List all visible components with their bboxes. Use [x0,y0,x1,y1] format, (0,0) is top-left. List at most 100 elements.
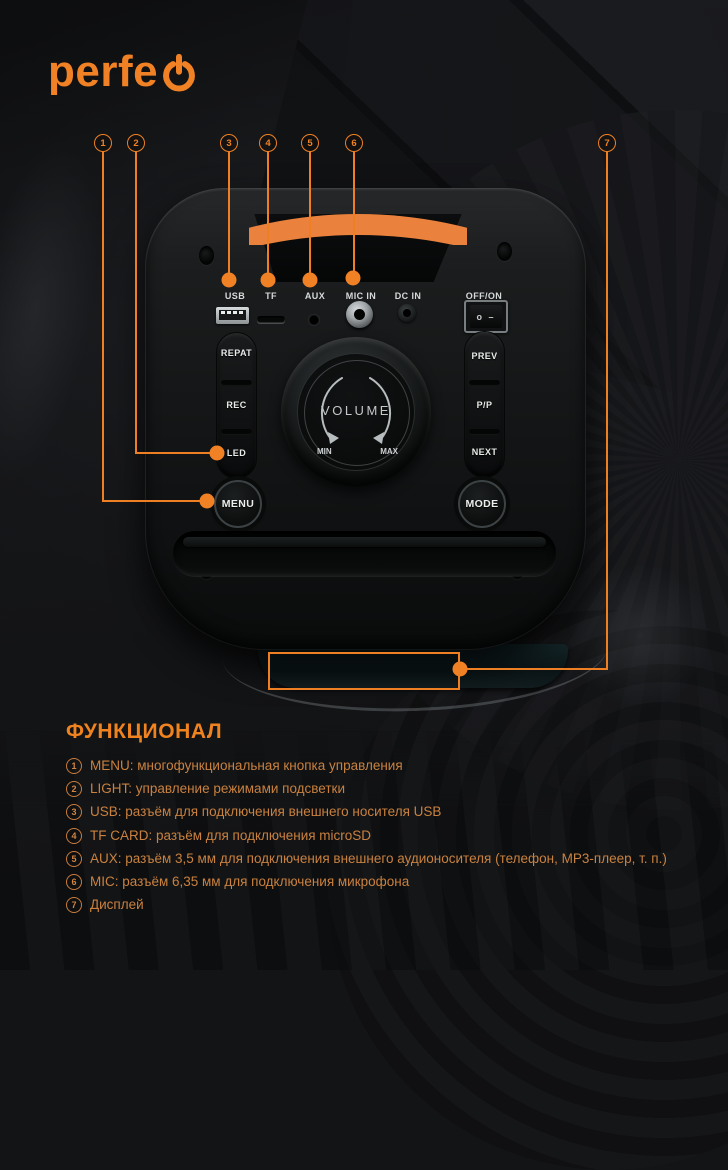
power-switch: o – [464,300,508,333]
legend-item: 4 TF CARD: разъём для подключения microS… [66,827,718,845]
callout-circle-2: 2 [127,134,145,152]
legend-num: 2 [66,781,82,798]
legend-text: LIGHT: управление режимами подсветки [90,781,345,797]
mic-jack [346,301,373,328]
brand-logo-text: perfe [48,47,159,96]
led-light-strip [249,211,467,245]
legend-text: Дисплей [90,897,144,913]
button-groove [469,429,500,435]
callout-line-6 [353,152,355,278]
callout-line-1 [102,152,104,501]
usb-port-pins [221,311,244,314]
volume-knob-ring [304,360,410,466]
callout-circle-4: 4 [259,134,277,152]
callout-line-2 [135,152,137,453]
button-groove [221,429,252,435]
aux-label: AUX [304,291,326,301]
pp-button: P/P [476,400,493,410]
callout-dot-menu [199,493,215,509]
left-button-group: REPAT REC LED [217,333,256,478]
volume-arc-arrows [320,377,392,444]
callout-line-2h [135,452,215,454]
mode-button: MODE [458,480,506,528]
legend-title: ФУНКЦИОНАЛ [66,720,223,743]
volume-min-label: MIN [317,447,332,456]
usb-label: USB [224,291,246,301]
dc-in-hole [403,309,411,317]
screw-top-right [497,242,512,261]
tf-label: TF [265,291,277,301]
aux-jack [308,314,320,326]
led-button: LED [226,448,247,458]
prev-button: PREV [471,351,498,361]
callout-line-7h [460,668,608,670]
callout-dot-aux [302,272,318,288]
callout-number: 5 [307,137,313,149]
legend-text: AUX: разъём 3,5 мм для подключения внешн… [90,850,667,866]
legend-text: MIC: разъём 6,35 мм для подключения микр… [90,874,410,890]
menu-button: MENU [214,480,262,528]
power-icon [163,54,195,92]
callout-rect-display [268,652,460,690]
mic-in-label: MIC IN [345,291,377,301]
rec-button: REC [226,400,247,410]
legend-text: USB: разъём для подключения внешнего нос… [90,804,442,820]
legend-item: 2 LIGHT: управление режимами подсветки [66,780,718,798]
legend-item: 5 AUX: разъём 3,5 мм для подключения вне… [66,850,718,868]
callout-number: 1 [100,137,106,149]
callout-number: 7 [604,137,610,149]
handle-bar [183,537,546,547]
callout-number: 2 [133,137,139,149]
legend-text: TF CARD: разъём для подключения microSD [90,827,372,843]
next-button: NEXT [471,447,498,457]
callout-line-7 [606,152,608,670]
handle-slot [173,531,556,576]
callout-line-4 [267,152,269,280]
power-switch-marks: o – [476,311,496,322]
legend-num: 3 [66,804,82,821]
power-switch-rocker: o – [470,305,502,328]
callout-circle-1: 1 [94,134,112,152]
brand-logo: perfe [48,50,197,94]
legend-num: 5 [66,850,82,867]
callout-circle-3: 3 [220,134,238,152]
led-light-strip-arc [249,214,467,245]
callout-number: 3 [226,137,232,149]
menu-button-label: MENU [221,498,255,510]
right-button-group: PREV P/P NEXT [465,332,504,477]
screw-top-left [199,246,214,265]
usb-port [216,307,249,324]
legend-item: 3 USB: разъём для подключения внешнего н… [66,803,718,821]
legend: ФУНКЦИОНАЛ 1 MENU: многофункциональная к… [66,720,718,920]
callout-dot-usb [221,272,237,288]
callout-line-1h [102,500,206,502]
legend-item: 1 MENU: многофункциональная кнопка управ… [66,757,718,775]
legend-num: 1 [66,758,82,774]
mode-button-label: MODE [465,498,499,510]
legend-num: 7 [66,897,82,914]
volume-max-label: MAX [380,447,398,456]
legend-num: 6 [66,874,82,891]
callout-dot-mic [345,270,361,286]
background-pleats-pattern [0,730,728,970]
volume-label: VOLUME [321,403,391,418]
legend-item: 6 MIC: разъём 6,35 мм для подключения ми… [66,873,718,891]
dc-in-label: DC IN [394,291,422,301]
off-on-label: OFF/ON [465,291,503,301]
callout-dot-led [209,445,225,461]
usb-port-slot [219,310,246,320]
callout-dot-display [452,661,468,677]
bottom-display-window [258,644,568,688]
callout-line-3 [228,152,230,280]
repeat-button: REPAT [220,348,253,358]
callout-circle-5: 5 [301,134,319,152]
callout-number: 6 [351,137,357,149]
callout-dot-tf [260,272,276,288]
legend-num: 4 [66,827,82,844]
callout-number: 4 [265,137,271,149]
callout-circle-7: 7 [598,134,616,152]
legend-item: 7 Дисплей [66,896,718,914]
volume-knob-face: VOLUME MIN MAX [297,353,415,471]
dc-in-jack [398,304,416,322]
button-groove [221,380,252,386]
